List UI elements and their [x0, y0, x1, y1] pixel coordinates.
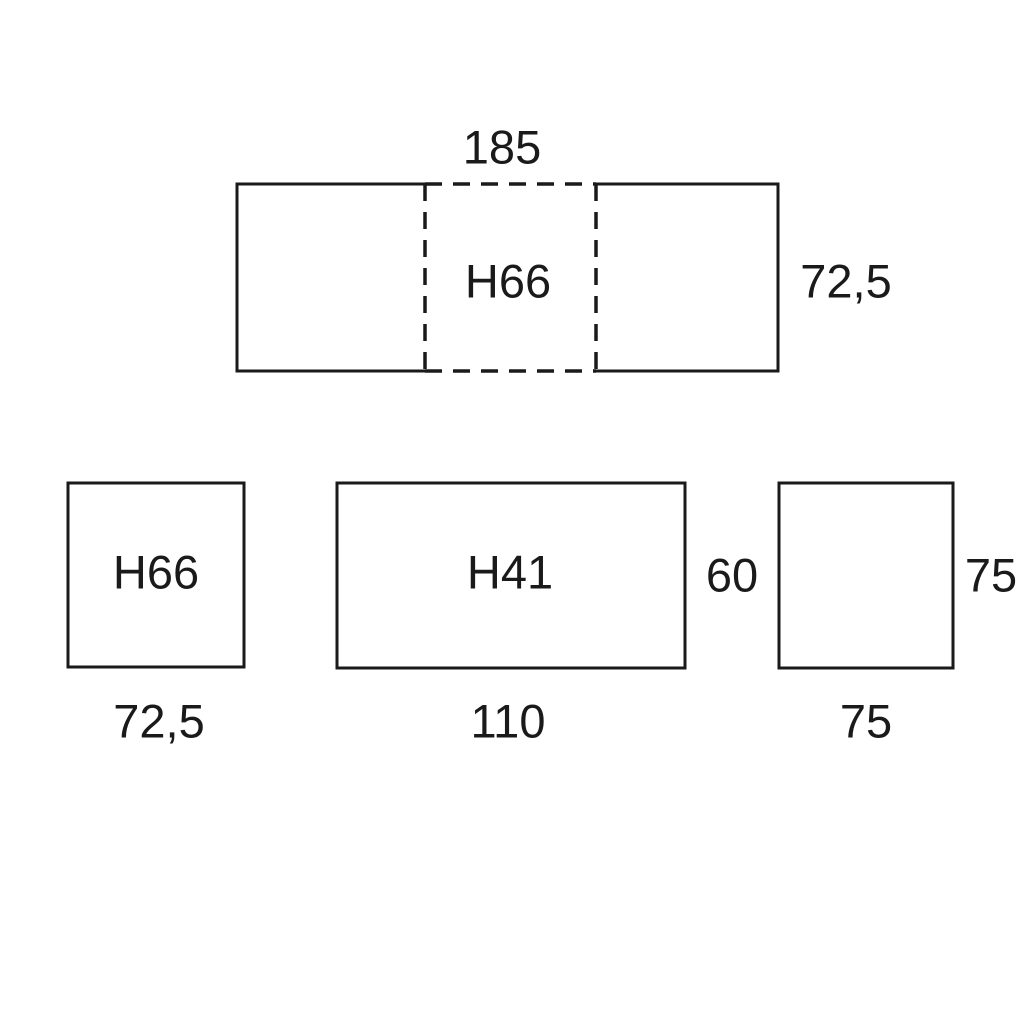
- table-extended-width-label: 185: [462, 120, 542, 174]
- bench-depth-label: 60: [705, 548, 759, 602]
- cube-width-label: 75: [839, 694, 893, 748]
- table-extended-left-outline: [235, 182, 425, 373]
- table-extended-height-label: H66: [464, 254, 552, 308]
- bench-outline: [335, 481, 687, 670]
- table-closed-width-label: 72,5: [113, 694, 205, 748]
- table-closed-height-label: H66: [112, 545, 200, 599]
- table-extended-right-outline: [596, 182, 780, 373]
- cube-depth-label: 75: [964, 548, 1018, 602]
- cube-outline: [777, 481, 955, 670]
- bench-height-label: H41: [466, 545, 554, 599]
- bench-width-label: 110: [470, 694, 546, 748]
- table-closed-outline: [66, 481, 246, 669]
- table-extended-depth-label: 72,5: [800, 254, 892, 308]
